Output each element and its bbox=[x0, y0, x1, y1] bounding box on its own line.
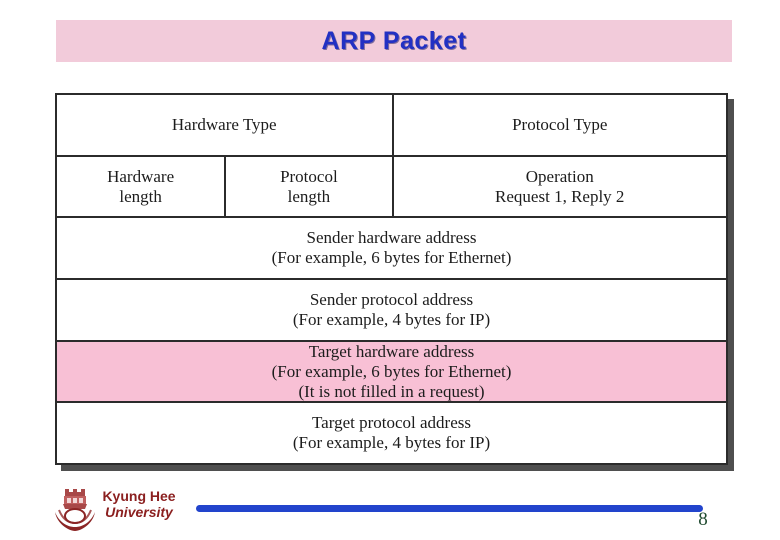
packet-field-text: Hardware bbox=[107, 166, 175, 186]
institution-name-line2: University bbox=[105, 504, 173, 520]
packet-field-text: (For example, 4 bytes for IP) bbox=[292, 309, 491, 329]
packet-field-text: (For example, 6 bytes for Ethernet) bbox=[271, 248, 512, 268]
slide-title-bar: ARP Packet bbox=[56, 20, 732, 62]
packet-field-text: (For example, 6 bytes for Ethernet) bbox=[271, 361, 512, 381]
packet-field-text: Protocol Type bbox=[512, 114, 608, 134]
packet-field-text: (For example, 4 bytes for IP) bbox=[292, 433, 491, 453]
packet-field-sender-hardware-address: Sender hardware address(For example, 6 b… bbox=[57, 218, 726, 278]
packet-field-text: Hardware Type bbox=[171, 114, 277, 134]
packet-field-target-protocol-address: Target protocol address(For example, 4 b… bbox=[57, 403, 726, 463]
packet-field-text: length bbox=[119, 186, 162, 206]
packet-field-text: Target hardware address bbox=[308, 341, 475, 361]
packet-row: Hardware Type Protocol Type bbox=[57, 95, 726, 155]
packet-field-text: Request 1, Reply 2 bbox=[495, 186, 625, 206]
packet-row: Sender hardware address(For example, 6 b… bbox=[57, 216, 726, 278]
institution-name-line1: Kyung Hee bbox=[102, 488, 176, 504]
packet-field-text: (It is not filled in a request) bbox=[298, 381, 485, 401]
page-number: 8 bbox=[698, 509, 708, 530]
packet-field-text: length bbox=[287, 186, 331, 206]
institution-name: Kyung Hee University bbox=[96, 488, 182, 520]
packet-field-hardware-type: Hardware Type bbox=[57, 95, 392, 155]
page-title: ARP Packet bbox=[321, 26, 467, 55]
packet-field-protocol-type: Protocol Type bbox=[391, 95, 727, 155]
university-logo-icon bbox=[55, 489, 95, 531]
packet-row: Target hardware address(For example, 6 b… bbox=[57, 339, 726, 402]
packet-field-text: Sender hardware address bbox=[306, 228, 477, 248]
packet-field-target-hardware-address: Target hardware address(For example, 6 b… bbox=[57, 342, 726, 402]
footer-accent-line bbox=[196, 505, 703, 512]
packet-field-sender-protocol-address: Sender protocol address(For example, 4 b… bbox=[57, 280, 726, 340]
packet-field-text: Operation bbox=[525, 166, 594, 186]
packet-field-text: Sender protocol address bbox=[309, 289, 474, 309]
packet-field-text: Target protocol address bbox=[311, 413, 471, 433]
packet-field-text: Protocol bbox=[280, 166, 338, 186]
packet-row: Sender protocol address(For example, 4 b… bbox=[57, 278, 726, 340]
packet-row: Target protocol address(For example, 4 b… bbox=[57, 401, 726, 463]
